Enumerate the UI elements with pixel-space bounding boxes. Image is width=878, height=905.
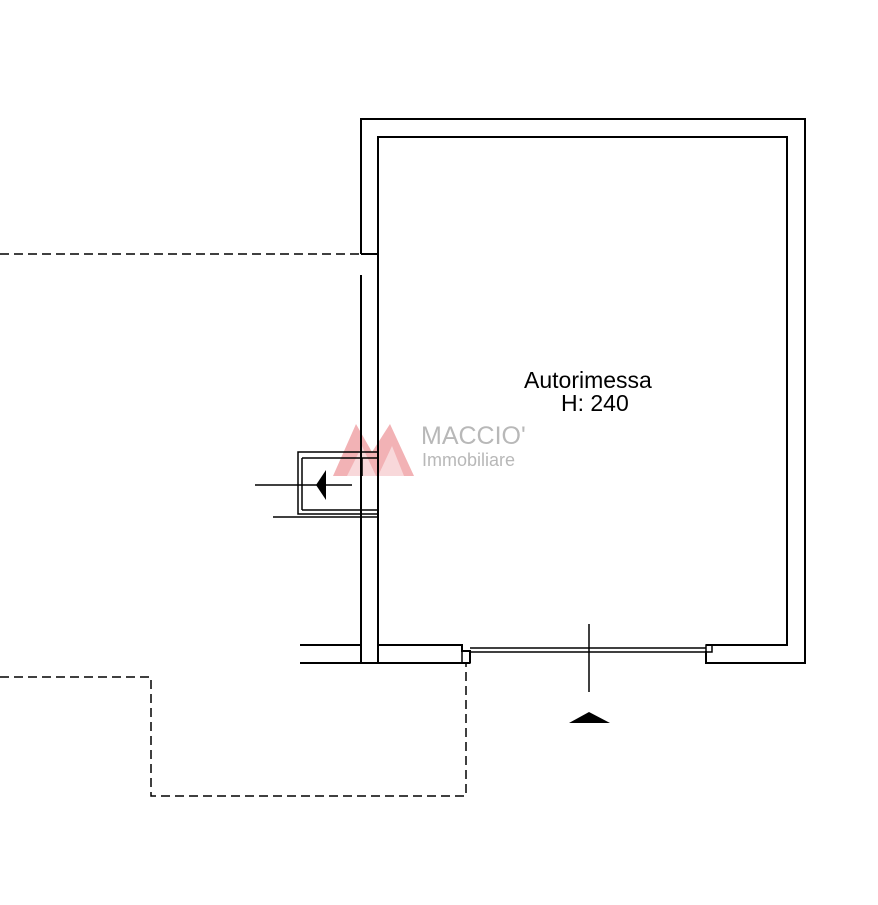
watermark-brand: MACCIO': [421, 422, 526, 450]
dashed-outline: [0, 253, 467, 797]
section-arrow-up-icon: [569, 712, 610, 723]
side-window: [255, 451, 378, 518]
watermark-subtitle: Immobiliare: [422, 450, 516, 470]
outer-wall: [360, 118, 806, 664]
watermark-logo-icon: [333, 424, 414, 476]
inner-wall: [377, 136, 788, 663]
room-height: H: 240: [561, 390, 629, 416]
room-name: Autorimessa: [524, 367, 652, 393]
section-arrow-left-icon: [316, 470, 326, 500]
section-marker-bottom: [569, 624, 610, 723]
garage-door: [461, 644, 713, 664]
